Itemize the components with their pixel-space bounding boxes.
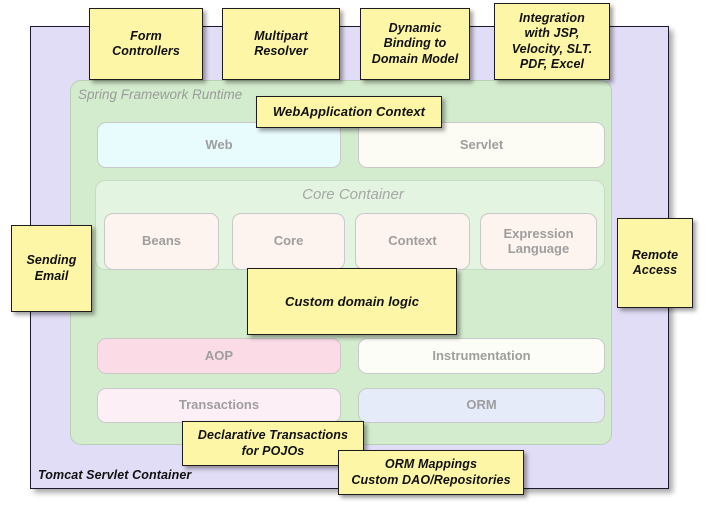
callout-integration-view[interactable]: Integration with JSP, Velocity, SLT. PDF…	[494, 3, 610, 80]
module-orm-label: ORM	[466, 397, 497, 413]
callout-orm-mappings[interactable]: ORM Mappings Custom DAO/Repositories	[338, 450, 524, 495]
callout-webapplication-context-text: WebApplication Context	[272, 104, 426, 120]
callout-multipart-resolver[interactable]: Multipart Resolver	[222, 8, 340, 80]
callout-webapplication-context[interactable]: WebApplication Context	[256, 96, 442, 128]
module-expression-language: Expression Language	[480, 213, 597, 270]
module-beans-label: Beans	[141, 233, 182, 249]
module-context-label: Context	[388, 233, 437, 249]
callout-form-controllers[interactable]: Form Controllers	[89, 8, 203, 80]
module-context: Context	[355, 213, 470, 270]
module-expression-language-label: Expression Language	[503, 225, 574, 256]
module-transactions: Transactions	[97, 388, 341, 423]
module-core: Core	[232, 213, 345, 270]
callout-sending-email-text: Sending Email	[26, 253, 77, 283]
callout-form-controllers-text: Form Controllers	[112, 28, 180, 58]
module-servlet-label: Servlet	[459, 136, 504, 152]
callout-multipart-resolver-text: Multipart Resolver	[254, 28, 308, 58]
module-orm: ORM	[358, 388, 605, 423]
callout-custom-domain-logic-text: Custom domain logic	[284, 293, 420, 309]
core-container-label: Core Container	[302, 186, 404, 203]
module-aop-label: AOP	[204, 347, 234, 363]
callout-remote-access-text: Remote Access	[631, 247, 679, 277]
callout-sending-email[interactable]: Sending Email	[11, 225, 92, 312]
callout-orm-mappings-text: ORM Mappings Custom DAO/Repositories	[351, 457, 511, 487]
module-instrumentation: Instrumentation	[358, 338, 605, 374]
module-core-label: Core	[273, 233, 304, 249]
module-transactions-label: Transactions	[178, 397, 260, 413]
callout-dynamic-binding[interactable]: Dynamic Binding to Domain Model	[360, 8, 470, 80]
callout-declarative-transactions-text: Declarative Transactions for POJOs	[197, 428, 349, 458]
module-servlet: Servlet	[358, 122, 605, 168]
module-web-label: Web	[205, 136, 233, 152]
callout-dynamic-binding-text: Dynamic Binding to Domain Model	[371, 21, 459, 66]
callout-remote-access[interactable]: Remote Access	[617, 218, 693, 308]
module-web: Web	[97, 122, 341, 168]
callout-integration-view-text: Integration with JSP, Velocity, SLT. PDF…	[511, 11, 593, 71]
module-instrumentation-label: Instrumentation	[432, 347, 531, 363]
tomcat-servlet-container-label: Tomcat Servlet Container	[38, 468, 192, 482]
callout-declarative-transactions[interactable]: Declarative Transactions for POJOs	[182, 421, 364, 466]
module-aop: AOP	[97, 338, 341, 374]
spring-framework-runtime-label: Spring Framework Runtime	[78, 87, 243, 102]
module-beans: Beans	[104, 213, 219, 270]
callout-custom-domain-logic[interactable]: Custom domain logic	[247, 268, 457, 335]
